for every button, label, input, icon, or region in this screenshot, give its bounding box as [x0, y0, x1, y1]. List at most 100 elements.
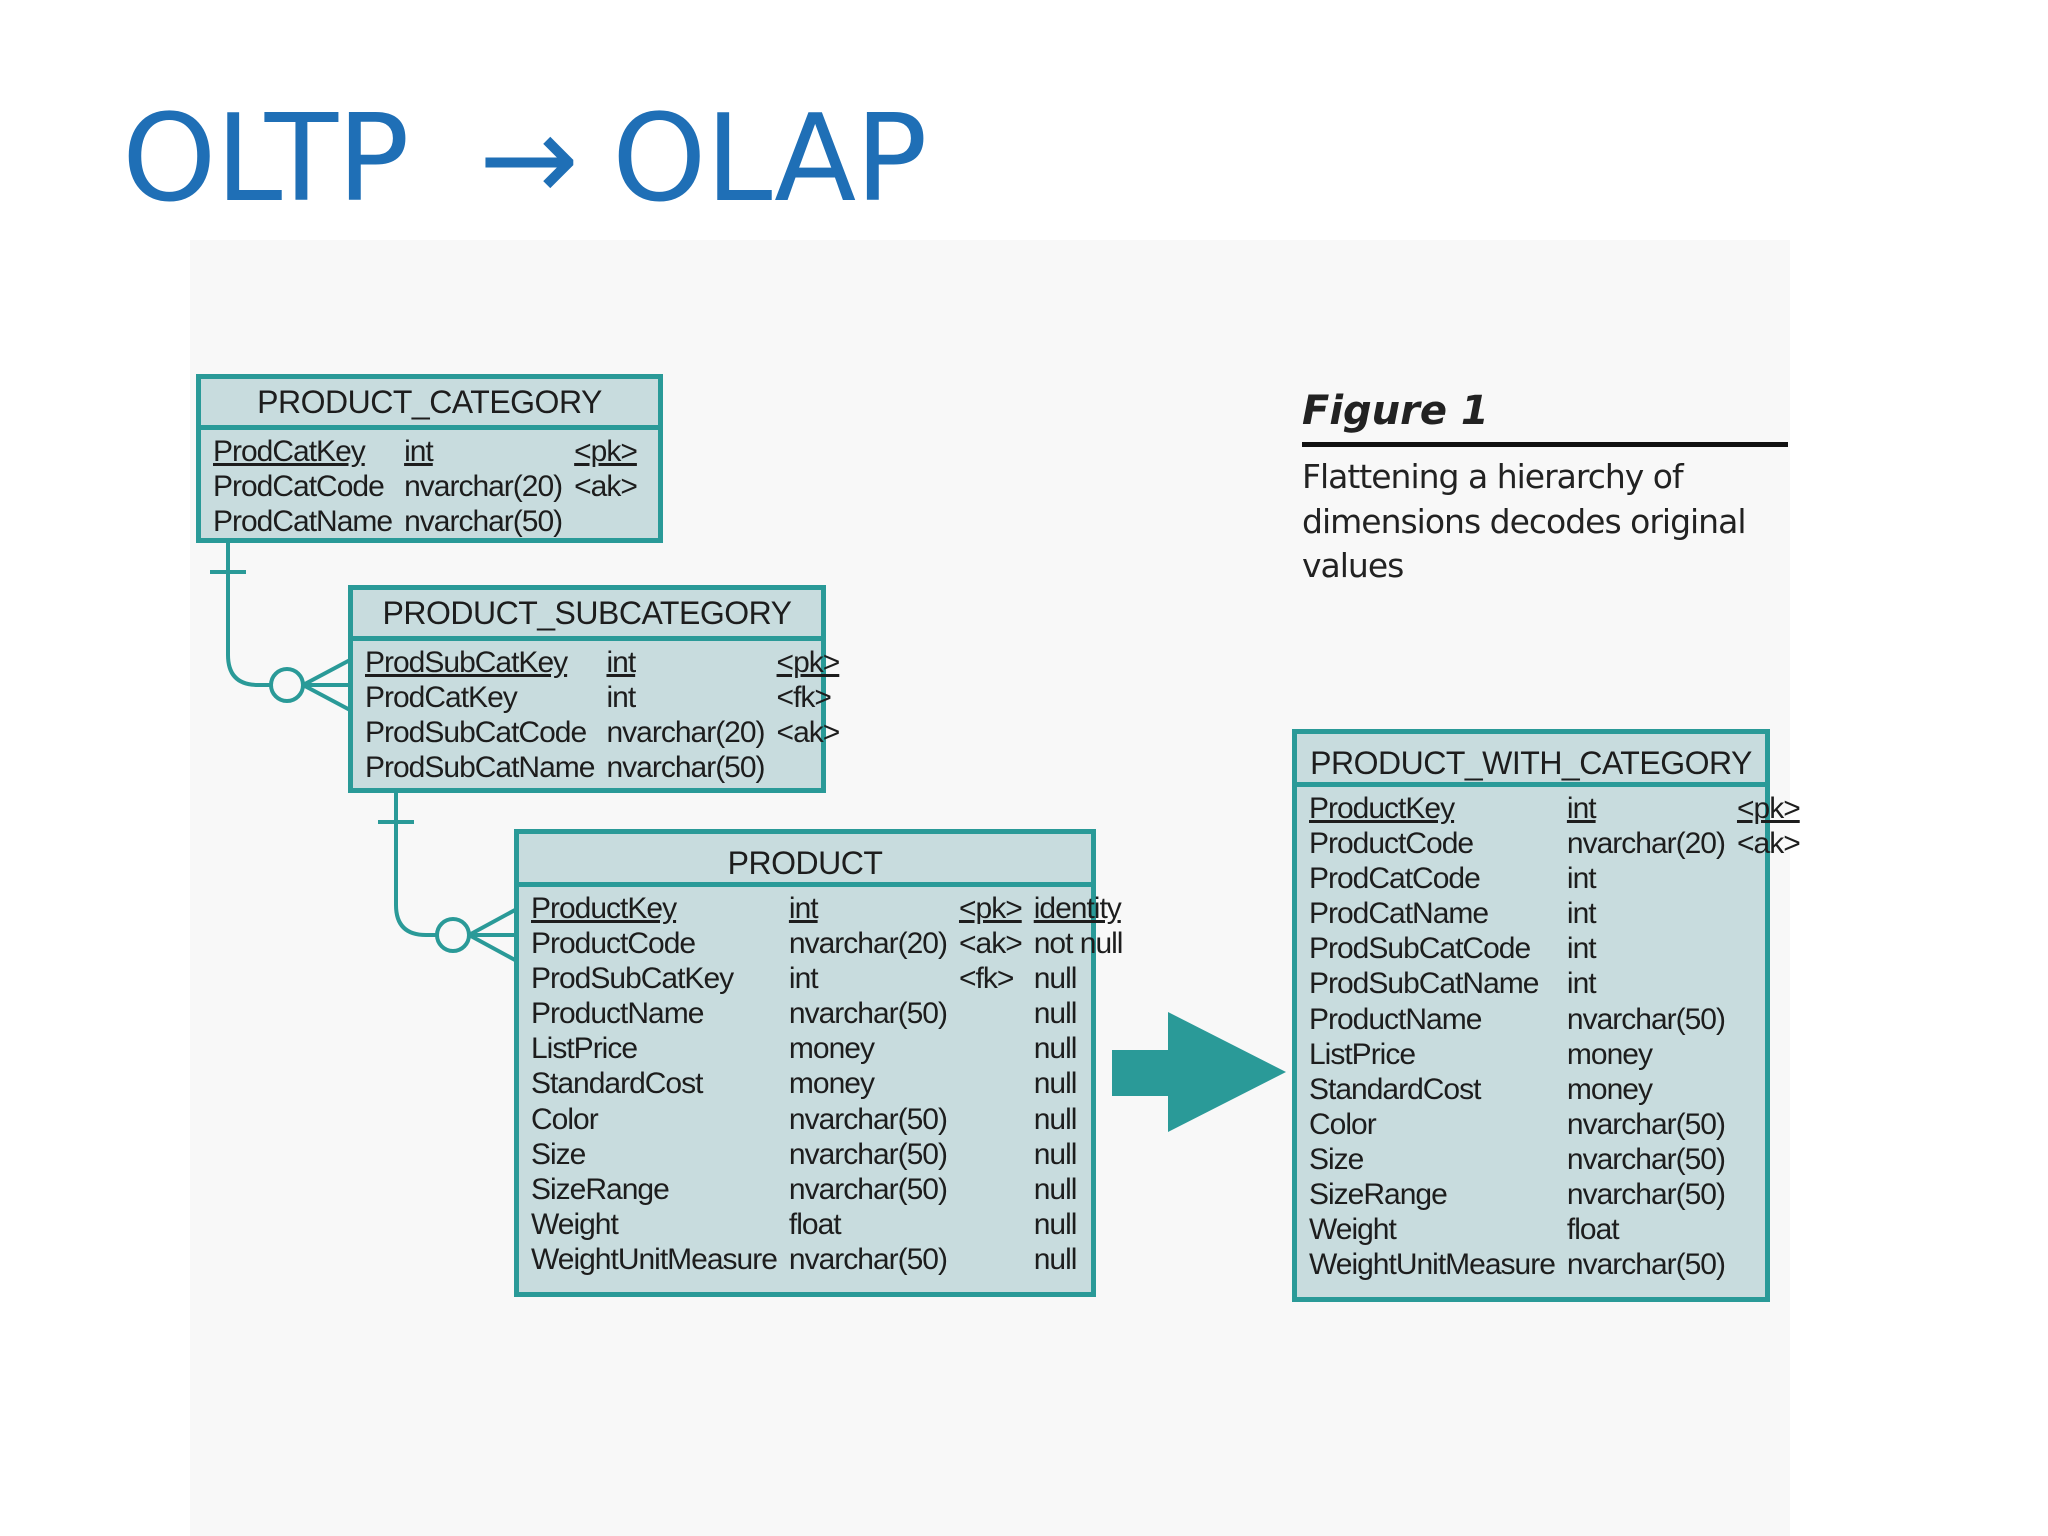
column-type: int [788, 962, 819, 996]
entity-column-row: ProdSubCatKey int <fk> null [531, 961, 1134, 996]
column-name: ProdSubCatCode [1309, 932, 1531, 966]
column-key [1737, 861, 1812, 896]
entity-column-row: ProdSubCatCode nvarchar(20) <ak> [365, 715, 851, 750]
column-key: <fk> [958, 962, 1014, 996]
column-key [1737, 931, 1812, 966]
column-nullability: null [1033, 997, 1078, 1031]
column-name: WeightUnitMeasure [1309, 1248, 1556, 1282]
column-type: int [1566, 932, 1597, 966]
figure-caption-text: Flattening a hierarchy of dimensions dec… [1302, 457, 1747, 586]
column-name: ProdSubCatCode [365, 716, 587, 750]
column-key: <pk> [958, 892, 1023, 925]
column-type: nvarchar(20) [788, 927, 948, 961]
column-type: money [1566, 1037, 1653, 1071]
column-type: nvarchar(20) [606, 716, 765, 750]
column-name: SizeRange [1309, 1178, 1448, 1212]
one-to-many-connector [394, 790, 438, 937]
column-name: ProdCatCode [213, 470, 385, 504]
crowfoot-marker [468, 908, 516, 937]
column-key [574, 504, 649, 539]
column-key [1737, 1072, 1812, 1107]
column-type: int [404, 435, 434, 468]
column-key: <ak> [958, 927, 1023, 961]
column-type: nvarchar(50) [788, 997, 948, 1031]
column-key [959, 1031, 1034, 1066]
column-type: money [1566, 1072, 1653, 1106]
column-type: nvarchar(50) [788, 1137, 948, 1171]
column-key [959, 1242, 1034, 1277]
column-key [1737, 966, 1812, 1001]
column-type: int [788, 892, 819, 925]
column-key [959, 1172, 1034, 1207]
column-type: nvarchar(50) [1566, 1002, 1726, 1036]
column-key [959, 1102, 1034, 1137]
column-key [1737, 896, 1812, 931]
column-name: ProdSubCatKey [365, 646, 568, 679]
column-name: StandardCost [531, 1067, 703, 1101]
column-nullability: null [1033, 1032, 1078, 1066]
entity-column-row: ListPrice money null [531, 1031, 1134, 1066]
column-type: money [788, 1032, 875, 1066]
column-type: nvarchar(50) [1566, 1142, 1726, 1176]
column-key [1737, 1002, 1812, 1037]
column-name: ProdCatName [213, 505, 393, 539]
column-key: <ak> [776, 716, 841, 750]
column-key [1737, 1107, 1812, 1142]
column-nullability: null [1033, 962, 1078, 996]
entity-title: PRODUCT [519, 834, 1091, 887]
entity-title: PRODUCT_WITH_CATEGORY [1297, 734, 1765, 787]
column-type: int [1566, 967, 1597, 1001]
column-name: ListPrice [531, 1032, 638, 1066]
column-nullability: not null [1033, 927, 1124, 961]
column-nullability: null [1033, 1207, 1078, 1241]
column-key [959, 1066, 1034, 1101]
zero-marker [435, 917, 471, 953]
column-key: <fk> [776, 681, 832, 715]
column-name: ProductKey [531, 892, 677, 925]
column-type: nvarchar(50) [1566, 1178, 1726, 1212]
column-key: <pk> [776, 646, 841, 679]
title-olap: OLAP [612, 90, 928, 229]
column-type: money [788, 1067, 875, 1101]
entity-column-row: Size nvarchar(50) null [531, 1137, 1134, 1172]
one-to-many-connector [226, 540, 272, 687]
column-name: Weight [531, 1207, 619, 1241]
column-name: ProdSubCatKey [531, 962, 734, 996]
column-key [777, 750, 852, 785]
column-name: Size [1309, 1142, 1364, 1176]
column-key [1737, 1247, 1812, 1282]
column-type: float [1566, 1213, 1620, 1247]
column-nullability: null [1033, 1242, 1078, 1276]
column-key: <ak> [574, 470, 638, 504]
title-oltp: OLTP [122, 90, 409, 229]
column-key [1737, 1037, 1812, 1072]
column-name: SizeRange [531, 1172, 670, 1206]
column-name: ProdCatKey [365, 681, 518, 715]
figure-label: Figure 1 [1302, 388, 1788, 447]
right-arrow-icon: → [478, 90, 579, 229]
column-name: StandardCost [1309, 1072, 1481, 1106]
entity-column-row: ProdSubCatCode int [1309, 931, 1812, 966]
transform-arrow-icon [1112, 1012, 1286, 1132]
column-nullability: null [1033, 1067, 1078, 1101]
column-name: ProductCode [531, 927, 696, 961]
column-name: Color [531, 1102, 599, 1136]
column-nullability: null [1033, 1172, 1078, 1206]
slide-title: OLTP →OLAP [122, 88, 928, 232]
column-nullability: null [1033, 1137, 1078, 1171]
column-key: <pk> [1736, 792, 1801, 825]
column-name: Size [531, 1137, 586, 1171]
